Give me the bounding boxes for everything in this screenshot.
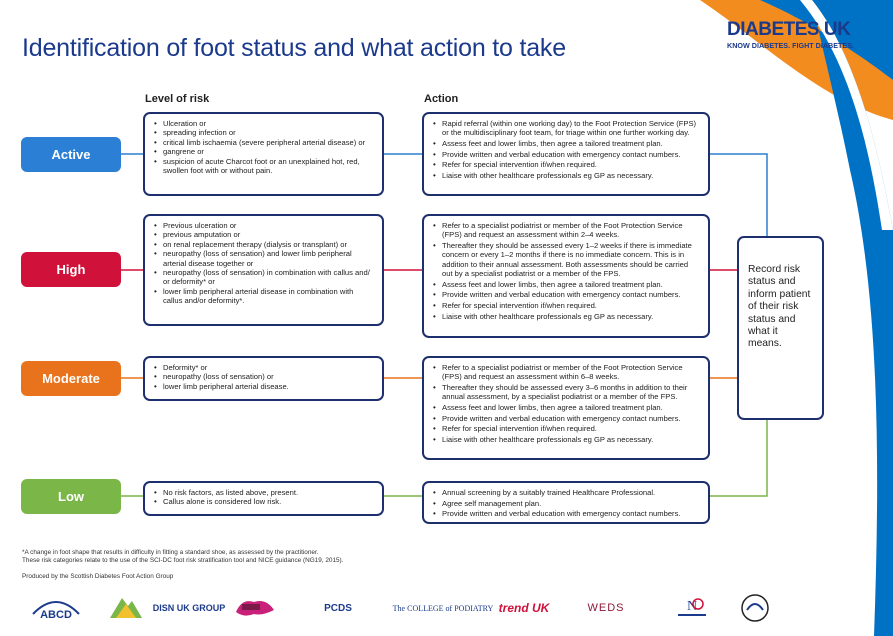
connector-active-3 <box>710 153 768 236</box>
risk-item: on renal replacement therapy (dialysis o… <box>153 240 374 250</box>
footnote-guidance: These risk categories relate to the use … <box>22 557 344 564</box>
partner-logos: ABCD DISN UK GROUP PCDS The COLLEGE of P… <box>20 592 820 626</box>
action-item: Thereafter they should be assessed every… <box>432 383 700 402</box>
risk-item: neuropathy (loss of sensation) or <box>153 372 374 382</box>
action-item: Thereafter they should be assessed every… <box>432 241 700 279</box>
level-low-label: Low <box>21 479 121 514</box>
action-item: Provide written and verbal education wit… <box>432 150 700 160</box>
action-item: Refer to a specialist podiatrist or memb… <box>432 363 700 382</box>
white-swoosh-gap <box>800 0 893 230</box>
blue-swoosh <box>760 0 893 636</box>
action-item: Annual screening by a suitably trained H… <box>432 488 700 498</box>
page-title: Identification of foot status and what a… <box>22 34 566 62</box>
risk-box-moderate: Deformity* or neuropathy (loss of sensat… <box>143 356 384 401</box>
rcn-logo-icon: N <box>678 598 706 616</box>
risk-item: neuropathy (loss of sensation) and lower… <box>153 249 374 268</box>
action-item: Agree self management plan. <box>432 499 700 509</box>
partner-logo-mountain <box>108 592 144 622</box>
risk-item: Deformity* or <box>153 363 374 373</box>
risk-box-active: Ulceration or spreading infection or cri… <box>143 112 384 196</box>
action-item: Refer for special intervention if/when r… <box>432 301 700 311</box>
footnote-produced-by: Produced by the Scottish Diabetes Foot A… <box>22 573 174 580</box>
level-active-label: Active <box>21 137 121 172</box>
column-heading-risk: Level of risk <box>145 93 210 105</box>
action-box-moderate: Refer to a specialist podiatrist or memb… <box>422 356 710 460</box>
risk-box-low: No risk factors, as listed above, presen… <box>143 481 384 516</box>
risk-item: No risk factors, as listed above, presen… <box>153 488 374 498</box>
risk-item: Ulceration or <box>153 119 374 129</box>
record-risk-box: Record risk status and inform patient of… <box>737 236 824 420</box>
action-item: Assess feet and lower limbs, then agree … <box>432 139 700 149</box>
partner-logo-disn: DISN UK GROUP <box>153 594 226 622</box>
circle-logo-icon <box>741 594 769 622</box>
action-item: Assess feet and lower limbs, then agree … <box>432 403 700 413</box>
action-item: Liaise with other healthcare professiona… <box>432 435 700 445</box>
action-item: Rapid referral (within one working day) … <box>432 119 700 138</box>
action-item: Liaise with other healthcare professiona… <box>432 312 700 322</box>
action-box-active: Rapid referral (within one working day) … <box>422 112 710 196</box>
partner-logo-fduk <box>232 596 278 618</box>
fduk-logo-icon <box>236 601 274 616</box>
risk-item: critical limb ischaemia (severe peripher… <box>153 138 374 148</box>
partner-logo-pcds: PCDS <box>324 602 352 614</box>
mountain-logo-icon <box>110 598 142 618</box>
partner-logo-college-of-podiatry: The COLLEGE of PODIATRY <box>392 603 494 613</box>
risk-item: gangrene or <box>153 147 374 157</box>
action-item: Liaise with other healthcare professiona… <box>432 171 700 181</box>
diabetes-uk-logo: DIABETES UK KNOW DIABETES. FIGHT DIABETE… <box>727 19 877 51</box>
risk-item: Callus alone is considered low risk. <box>153 497 374 507</box>
logo-tagline: KNOW DIABETES. FIGHT DIABETES. <box>727 41 854 50</box>
risk-item: spreading infection or <box>153 128 374 138</box>
action-item: Provide written and verbal education wit… <box>432 509 700 519</box>
footnote-deformity: *A change in foot shape that results in … <box>22 549 319 556</box>
svg-text:N: N <box>687 599 697 614</box>
disn-logo-text: DISN UK GROUP <box>152 602 226 613</box>
risk-item: suspicion of acute Charcot foot or an un… <box>153 157 374 176</box>
level-high-label: High <box>21 252 121 287</box>
partner-logo-circle <box>738 592 772 624</box>
action-item: Refer to a specialist podiatrist or memb… <box>432 221 700 240</box>
risk-item: neuropathy (loss of sensation) in combin… <box>153 268 374 287</box>
risk-item: Previous ulceration or <box>153 221 374 231</box>
action-box-low: Annual screening by a suitably trained H… <box>422 481 710 524</box>
action-item: Refer for special intervention if/when r… <box>432 160 700 170</box>
partner-logo-trend-uk: trend UK <box>498 601 550 615</box>
partner-logo-weds: WEDS <box>587 602 625 614</box>
action-item: Provide written and verbal education wit… <box>432 290 700 300</box>
partner-logo-abcd: ABCD <box>28 594 84 622</box>
risk-item: lower limb peripheral arterial disease i… <box>153 287 374 306</box>
risk-box-high: Previous ulceration or previous amputati… <box>143 214 384 326</box>
abcd-logo-text: ABCD <box>40 609 72 621</box>
partner-logo-rcn: N <box>674 592 710 624</box>
connector-low-3 <box>710 420 768 497</box>
logo-name: DIABETES UK <box>727 19 851 40</box>
action-item: Refer for special intervention if/when r… <box>432 424 700 434</box>
action-item: Assess feet and lower limbs, then agree … <box>432 280 700 290</box>
column-heading-action: Action <box>424 93 459 105</box>
action-box-high: Refer to a specialist podiatrist or memb… <box>422 214 710 338</box>
action-item: Provide written and verbal education wit… <box>432 414 700 424</box>
abcd-logo-icon: ABCD <box>32 601 80 621</box>
level-moderate-label: Moderate <box>21 361 121 396</box>
risk-item: previous amputation or <box>153 230 374 240</box>
risk-item: lower limb peripheral arterial disease. <box>153 382 374 392</box>
